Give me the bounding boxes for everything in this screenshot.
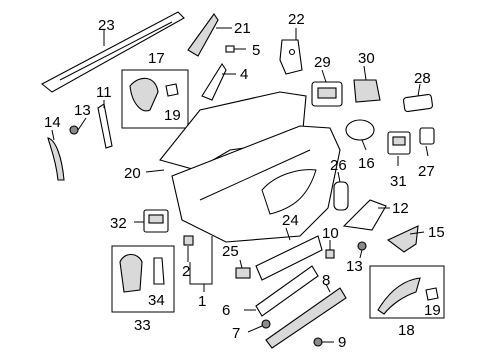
callout-2: 2 bbox=[182, 263, 190, 280]
callout-19a: 19 bbox=[164, 107, 181, 124]
callout-13a: 13 bbox=[74, 102, 91, 119]
callout-5: 5 bbox=[252, 42, 260, 59]
callout-22: 22 bbox=[288, 11, 305, 28]
part-13-screw-right bbox=[357, 241, 367, 259]
part-9-screw bbox=[313, 337, 334, 347]
part-15-trim bbox=[386, 225, 425, 253]
part-18-pull-cup bbox=[377, 277, 439, 315]
part-8-armrest-trim bbox=[265, 283, 347, 349]
callout-30: 30 bbox=[358, 50, 375, 67]
part-1-door-trim-panel bbox=[171, 125, 341, 243]
callout-25: 25 bbox=[222, 243, 239, 260]
part-5-screw bbox=[225, 45, 246, 53]
part-11-rod bbox=[97, 100, 113, 149]
part-6-handle-bracket bbox=[244, 265, 319, 317]
part-24-bracket bbox=[255, 227, 323, 281]
callout-11: 11 bbox=[96, 84, 112, 101]
callout-10: 10 bbox=[322, 225, 339, 242]
part-7-screw bbox=[247, 319, 271, 333]
callout-24: 24 bbox=[282, 212, 299, 229]
callout-13b: 13 bbox=[346, 258, 363, 275]
callout-29: 29 bbox=[314, 54, 331, 71]
part-28-bezel bbox=[403, 83, 433, 113]
callout-34: 34 bbox=[148, 292, 165, 309]
leader-1 bbox=[189, 236, 213, 292]
part-22-bracket bbox=[279, 28, 303, 75]
part-31-switch bbox=[387, 131, 411, 166]
callout-26: 26 bbox=[330, 157, 347, 174]
callout-28: 28 bbox=[414, 70, 431, 87]
callout-9: 9 bbox=[338, 334, 346, 351]
part-4-bracket bbox=[201, 62, 236, 101]
callout-18: 18 bbox=[398, 322, 415, 339]
part-30-switch bbox=[353, 65, 381, 103]
callout-21: 21 bbox=[234, 20, 251, 37]
inset-box-18 bbox=[369, 265, 445, 319]
part-25-block bbox=[235, 259, 251, 279]
part-27-knob bbox=[419, 127, 435, 157]
callout-14: 14 bbox=[44, 114, 61, 131]
part-17-handle-cover bbox=[129, 77, 179, 112]
callout-31: 31 bbox=[390, 173, 407, 190]
part-26-bezel bbox=[333, 171, 349, 211]
inset-box-17 bbox=[121, 69, 189, 129]
callout-8: 8 bbox=[322, 272, 330, 289]
part-13-clip-left bbox=[69, 117, 87, 135]
part-16-bezel bbox=[345, 119, 375, 151]
callout-12: 12 bbox=[392, 200, 409, 217]
part-21-mirror-patch bbox=[187, 13, 232, 57]
callout-7: 7 bbox=[232, 325, 240, 342]
callout-23: 23 bbox=[98, 17, 115, 34]
callout-4: 4 bbox=[240, 66, 248, 83]
part-10-clip bbox=[325, 240, 335, 259]
callout-6: 6 bbox=[222, 302, 230, 319]
callout-1: 1 bbox=[198, 293, 206, 310]
callout-27: 27 bbox=[418, 163, 435, 180]
callout-19b: 19 bbox=[424, 302, 441, 319]
callout-17: 17 bbox=[148, 50, 165, 67]
part-29-switch bbox=[311, 69, 343, 107]
part-32-switch bbox=[134, 209, 169, 233]
inset-box-33 bbox=[111, 245, 175, 313]
part-33-handle-set bbox=[119, 253, 165, 293]
callout-20: 20 bbox=[124, 165, 141, 182]
part-14-weatherstrip bbox=[47, 129, 65, 181]
callout-32: 32 bbox=[110, 215, 127, 232]
callout-16: 16 bbox=[358, 155, 375, 172]
callout-33: 33 bbox=[134, 317, 151, 334]
part-23-belt-molding bbox=[41, 11, 185, 93]
callout-15: 15 bbox=[428, 224, 445, 241]
part-12-handle bbox=[342, 199, 390, 231]
part-2-clip bbox=[183, 235, 194, 262]
